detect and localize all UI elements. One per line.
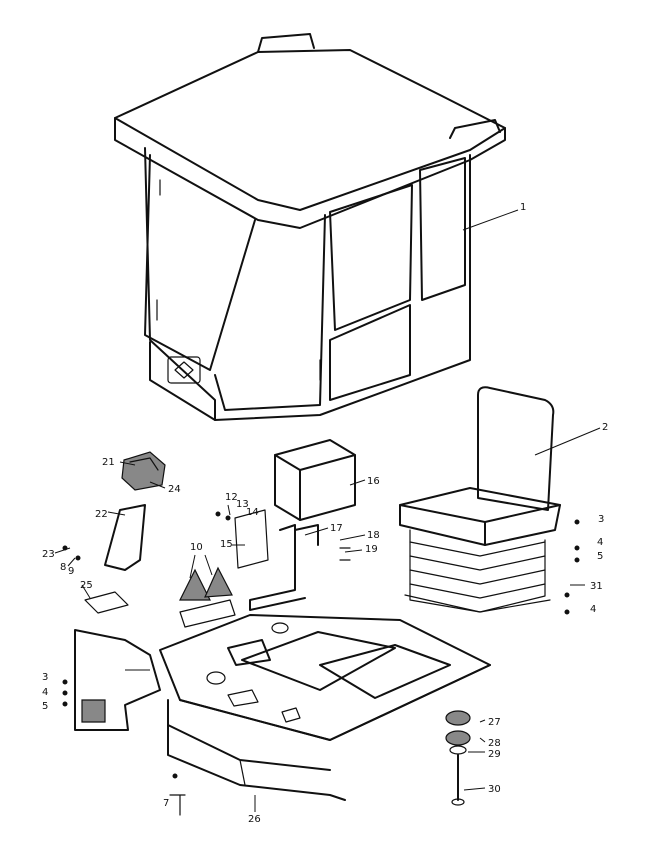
callout-16: 16	[367, 476, 380, 487]
callout-4-left: 4	[42, 687, 48, 698]
callout-24: 24	[168, 484, 181, 495]
callout-29: 29	[488, 749, 501, 760]
callout-labels: 1 2 3 4 5 31 4 3 4 5 7 8 9 10 12 13 14 1…	[42, 202, 608, 825]
callout-31: 31	[590, 581, 603, 592]
callout-17: 17	[330, 523, 343, 534]
callout-3-right: 3	[598, 514, 604, 525]
cab-assembly	[114, 33, 506, 421]
callout-5-right: 5	[597, 551, 603, 562]
callout-28: 28	[488, 738, 501, 749]
battery-box	[274, 439, 356, 521]
callout-12: 12	[225, 492, 238, 503]
callout-18: 18	[367, 530, 380, 541]
callout-23: 23	[42, 549, 55, 560]
callout-9: 9	[68, 566, 74, 577]
fasteners	[62, 511, 580, 816]
seat-assembly	[399, 386, 561, 613]
callout-5-left: 5	[42, 701, 48, 712]
callout-25: 25	[80, 580, 93, 591]
mounting-bracket	[234, 509, 319, 611]
callout-10: 10	[190, 542, 203, 553]
callout-7: 7	[163, 798, 169, 809]
callout-19: 19	[365, 544, 378, 555]
callout-3-left: 3	[42, 672, 48, 683]
callout-4-lower-right: 4	[590, 604, 596, 615]
callout-14: 14	[246, 507, 259, 518]
control-unit	[121, 451, 166, 491]
side-panel	[74, 629, 161, 731]
callout-27: 27	[488, 717, 501, 728]
callout-2: 2	[602, 422, 608, 433]
mounting-plate	[84, 591, 129, 614]
callout-21: 21	[102, 457, 115, 468]
damper-mount-stack	[445, 710, 471, 806]
callout-15: 15	[220, 539, 233, 550]
callout-30: 30	[488, 784, 501, 795]
callout-13: 13	[236, 499, 249, 510]
leader-lines	[54, 209, 601, 812]
callout-22: 22	[95, 509, 108, 520]
floor-platform	[159, 614, 491, 801]
callout-4-right: 4	[597, 537, 603, 548]
lever-column	[104, 504, 146, 571]
pedal-set	[179, 566, 236, 628]
callout-26: 26	[248, 814, 261, 825]
callout-8: 8	[60, 562, 66, 573]
callout-1: 1	[520, 202, 526, 213]
